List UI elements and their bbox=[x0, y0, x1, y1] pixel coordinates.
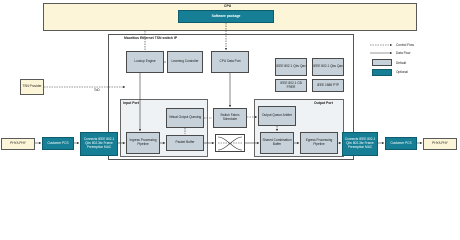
tsn-provider-block: TSN Provider bbox=[20, 79, 44, 95]
customer-pcs-right-block: Customer PCS bbox=[385, 137, 417, 150]
switch-fabric-scheduler-block: Switch Fabric Scheduler bbox=[213, 108, 247, 128]
phy-left-block: PHY/LPHY bbox=[1, 138, 35, 150]
legend-data-flow-label: Data Flow bbox=[396, 51, 411, 55]
legend-optional-swatch bbox=[372, 69, 392, 76]
ingress-pipeline-block: Ingress Processing Pipeline bbox=[126, 132, 160, 154]
tod-label: ToD bbox=[94, 88, 100, 92]
learning-controller-block: Learning Controller bbox=[167, 51, 203, 73]
software-package-block: Software package bbox=[178, 10, 274, 23]
customer-pcs-left-block: Customer PCS bbox=[42, 137, 74, 150]
cpu-data-port-block: CPU Data Port bbox=[211, 51, 249, 73]
lookup-engine-block: Lookup Engine bbox=[126, 51, 164, 73]
output-port-label: Output Port bbox=[314, 101, 333, 105]
virtual-output-queuing-block: Virtual Output Queuing bbox=[166, 108, 204, 128]
packet-buffer-block: Packet Buffer bbox=[166, 135, 204, 151]
cpu-block bbox=[43, 3, 417, 31]
ieee-qbu-qav-block: IEEE 802.1 Qbu Qav bbox=[312, 58, 344, 76]
legend-default-swatch bbox=[372, 59, 392, 66]
legend-control-flow-label: Control Flow bbox=[396, 43, 414, 47]
connector-lines bbox=[35, 23, 423, 151]
ieee-cb-frer-block: IEEE 802.1 CB FRER bbox=[275, 79, 307, 92]
shared-buffer-block: Shared Combination Buffer bbox=[260, 132, 294, 154]
output-queue-arbiter-block: Output Queue Arbiter bbox=[258, 106, 296, 126]
input-port-label: Input Port bbox=[123, 101, 140, 105]
phy-right-block: PHY/LPHY bbox=[423, 138, 457, 150]
connects-mac-left-block: Connects IEEE 802.1 Qbv 802.3br Frame Pr… bbox=[80, 132, 118, 156]
cpu-title: CPU bbox=[224, 4, 232, 8]
egress-pipeline-block: Egress Processing Pipeline bbox=[300, 132, 338, 154]
connects-mac-right-block: Connects IEEE 802.1 Qbv 802.3br Frame Pr… bbox=[342, 132, 378, 156]
ieee-1588-ptp-block: IEEE 1588 PTP bbox=[312, 79, 344, 92]
switch-ip-title: Mauritius Ethernet TSN switch IP bbox=[124, 36, 178, 40]
legend-default-label: Default bbox=[396, 61, 407, 65]
legend-optional-label: Optional bbox=[396, 70, 408, 74]
ieee-qbv-qav-block: IEEE 802.1 Qbv Qav bbox=[275, 58, 307, 76]
